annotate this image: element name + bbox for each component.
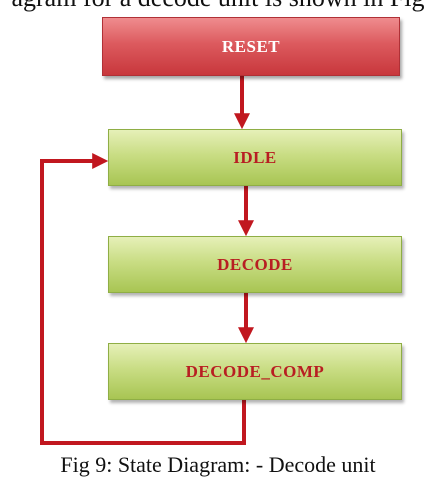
header-text: agram for a decode unit is shown in Fig (0, 0, 436, 13)
state-decode-label: DECODE (217, 254, 293, 274)
state-idle-label: IDLE (233, 147, 277, 167)
arrow-comp-to-idle-loop (40, 153, 246, 445)
state-decode-comp-label: DECODE_COMP (185, 361, 325, 381)
state-decode: DECODE (108, 236, 402, 293)
state-reset-label: RESET (221, 36, 281, 56)
state-reset: RESET (102, 17, 400, 76)
state-idle: IDLE (108, 129, 402, 186)
figure-caption: Fig 9: State Diagram: - Decode unit (60, 452, 376, 477)
state-decode-comp: DECODE_COMP (108, 343, 402, 400)
